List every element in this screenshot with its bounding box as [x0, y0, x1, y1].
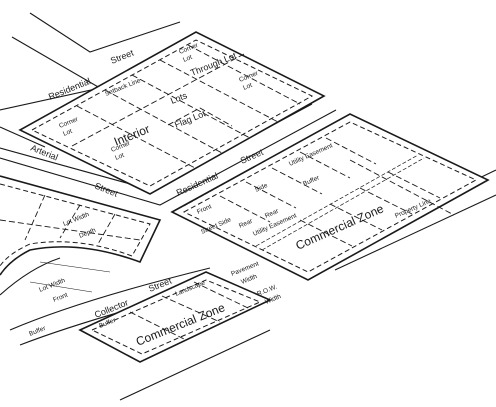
- block-top: [18, 31, 326, 195]
- label-pavement-width-2: Width: [240, 273, 258, 286]
- label-corner-lot-4b: Lot: [242, 82, 253, 92]
- label-street-top: Street: [109, 47, 135, 65]
- block-right: [170, 113, 490, 281]
- block-bottom: [78, 271, 272, 363]
- label-lot-width-2: Lot Width: [38, 277, 66, 294]
- block-left: [0, 175, 162, 293]
- label-street-arterial: Street: [93, 181, 119, 199]
- label-corner-lot-2b: Lot: [182, 54, 193, 64]
- label-row-width-2: Width: [264, 293, 282, 306]
- label-front-2: Front: [52, 292, 69, 304]
- label-side: Side: [254, 182, 269, 194]
- label-corner-lot-1b: Lot: [62, 128, 73, 138]
- label-corner-lot-3b: Lot: [114, 152, 125, 162]
